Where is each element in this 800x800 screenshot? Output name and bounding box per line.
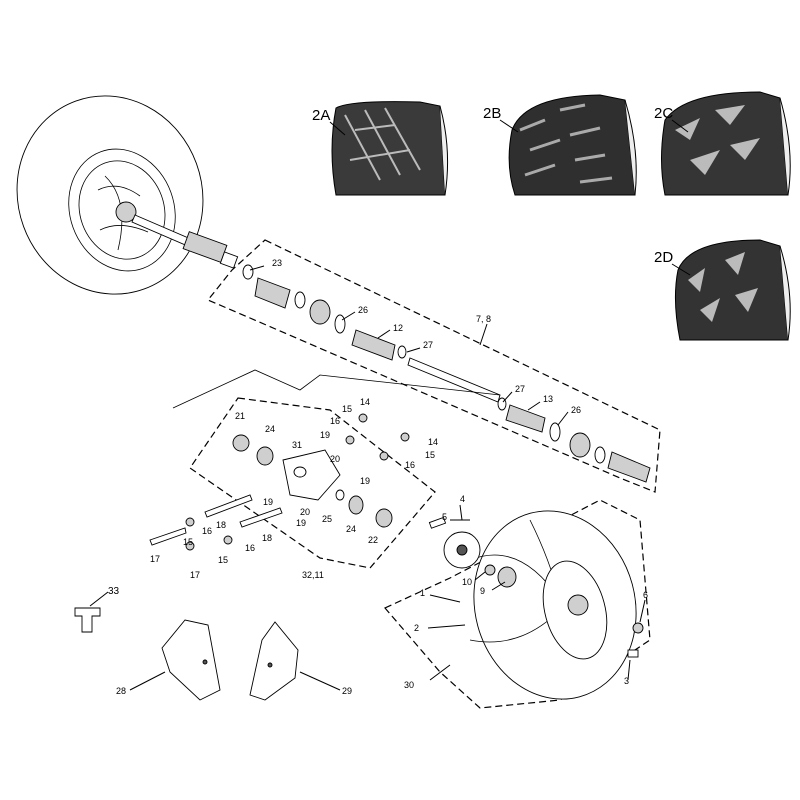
- svg-text:2B: 2B: [483, 105, 501, 122]
- label-29: 29: [342, 686, 352, 696]
- label-15d: 15: [218, 555, 228, 565]
- part-33-bolt: [74, 607, 101, 633]
- label-20a: 20: [330, 454, 340, 464]
- hub-group-outline: [189, 397, 436, 569]
- label-15b: 15: [425, 450, 435, 460]
- label-19a: 19: [320, 430, 330, 440]
- svg-text:2C: 2C: [654, 105, 673, 122]
- leader-lines: [89, 265, 646, 691]
- label-9: 9: [480, 586, 485, 596]
- label-32-11: 32,11: [302, 570, 324, 580]
- tire-variant-2b: [508, 94, 637, 196]
- label-26a: 26: [358, 305, 368, 315]
- hub-bracket-outline: [172, 369, 501, 409]
- label-16c: 16: [202, 526, 212, 536]
- label-17a: 17: [150, 554, 160, 564]
- drive-shaft-parts: [242, 264, 651, 483]
- label-23: 23: [272, 258, 282, 268]
- label-30: 30: [404, 680, 414, 690]
- label-15c: 15: [183, 537, 193, 547]
- part-29-guard: [249, 621, 299, 701]
- label-17b: 17: [190, 570, 200, 580]
- label-24a: 24: [265, 424, 275, 434]
- label-3: 3: [624, 676, 629, 686]
- label-22: 22: [368, 535, 378, 545]
- label-16d: 16: [245, 543, 255, 553]
- variant-label-2b: 2B: [483, 105, 519, 133]
- front-tire-assembly: [16, 95, 239, 295]
- hub-parts: [149, 413, 410, 551]
- label-28: 28: [116, 686, 126, 696]
- variant-label-2a: 2A: [312, 107, 346, 136]
- label-33: 33: [108, 586, 120, 597]
- rear-wheel-assembly: [428, 510, 644, 700]
- drive-shaft-group-outline: [207, 239, 661, 493]
- label-7-8: 7, 8: [476, 314, 491, 324]
- tire-variant-2d: [674, 239, 791, 341]
- label-15a: 15: [342, 404, 352, 414]
- label-19c: 19: [263, 497, 273, 507]
- label-24b: 24: [346, 524, 356, 534]
- label-14a: 14: [360, 397, 370, 407]
- tire-variant-2c: [661, 91, 791, 196]
- part-28-guard: [161, 619, 221, 701]
- tire-variant-2a: [331, 101, 449, 196]
- label-16b: 16: [405, 460, 415, 470]
- label-16a: 16: [330, 416, 340, 426]
- label-2: 2: [414, 623, 419, 633]
- label-20b: 20: [300, 507, 310, 517]
- variant-label-2c: 2C: [654, 105, 689, 133]
- svg-text:2A: 2A: [312, 107, 330, 124]
- label-1: 1: [420, 588, 425, 598]
- label-27a: 27: [423, 340, 433, 350]
- label-18a: 18: [216, 520, 226, 530]
- label-25: 25: [322, 514, 332, 524]
- label-18b: 18: [262, 533, 272, 543]
- variant-label-2d: 2D: [654, 249, 691, 276]
- label-27b: 27: [515, 384, 525, 394]
- label-19b: 19: [360, 476, 370, 486]
- svg-text:2D: 2D: [654, 249, 673, 266]
- label-26b: 26: [571, 405, 581, 415]
- label-10: 10: [462, 577, 472, 587]
- label-13: 13: [543, 394, 553, 404]
- label-5: 5: [442, 512, 447, 522]
- label-12: 12: [393, 323, 403, 333]
- label-4: 4: [460, 494, 465, 504]
- label-14b: 14: [428, 437, 438, 447]
- label-21: 21: [235, 411, 245, 421]
- label-6: 6: [643, 590, 648, 600]
- label-19d: 19: [296, 518, 306, 528]
- label-31: 31: [292, 440, 302, 450]
